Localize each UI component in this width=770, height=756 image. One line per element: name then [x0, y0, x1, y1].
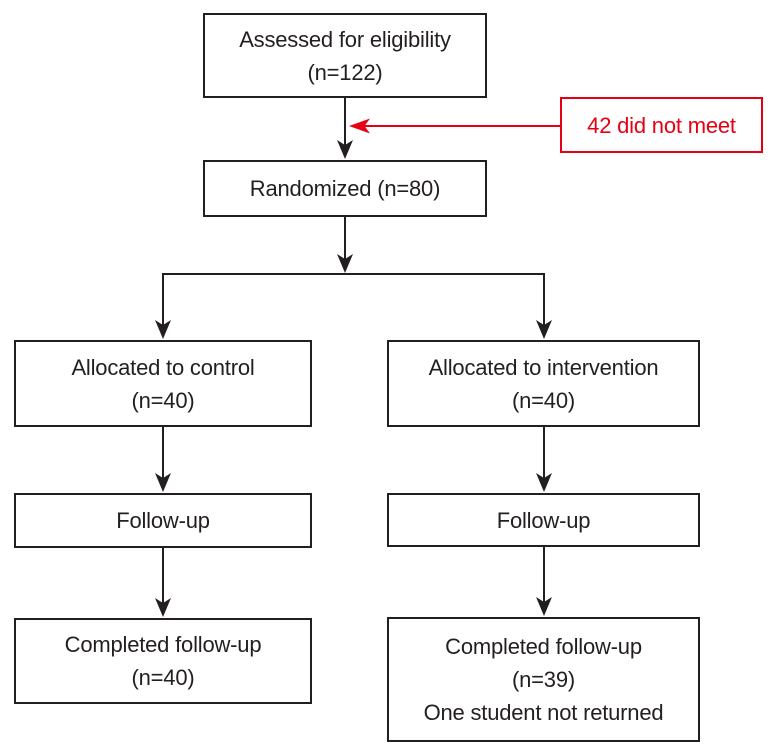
- node-text-line: (n=122): [307, 59, 383, 85]
- arrow-assessed-to-randomized: [337, 98, 353, 159]
- flow-node-completed-control: Completed follow-up (n=40): [14, 618, 312, 704]
- arrow-branch-to-allocated-control: [155, 273, 171, 339]
- arrow-randomized-to-branch: [337, 217, 353, 273]
- arrow-followup-to-completed-control: [155, 548, 171, 617]
- exclusion-arrow: [349, 118, 560, 134]
- node-text-line: Completed follow-up: [64, 632, 262, 657]
- arrow-followup-to-completed-intervention: [536, 547, 552, 616]
- flow-node-completed-intervention: Completed follow-up (n=39) One student n…: [387, 617, 700, 742]
- flow-node-randomized: Randomized (n=80): [203, 160, 487, 217]
- node-text-line: One student not returned: [423, 700, 664, 725]
- node-text-line: Allocated to control: [71, 354, 255, 380]
- arrow-allocated-control-to-followup: [155, 427, 171, 492]
- node-text-line: (n=40): [511, 387, 575, 413]
- node-text-line: Follow-up: [496, 507, 591, 533]
- node-text-line: Allocated to intervention: [428, 354, 659, 380]
- node-text-line: 42 did not meet: [587, 112, 736, 138]
- flow-node-followup-control: Follow-up: [14, 493, 312, 548]
- flow-node-excluded: 42 did not meet: [560, 97, 763, 153]
- flow-node-allocated-intervention: Allocated to intervention (n=40): [387, 340, 700, 427]
- node-text-line: Randomized (n=80): [249, 176, 441, 201]
- node-text-line: (n=40): [131, 387, 195, 413]
- flow-node-allocated-control: Allocated to control (n=40): [14, 340, 312, 427]
- arrow-branch-to-allocated-intervention: [536, 273, 552, 339]
- node-text-line: Follow-up: [116, 508, 210, 533]
- arrow-allocated-intervention-to-followup: [536, 427, 552, 492]
- node-text-line: (n=40): [131, 665, 195, 690]
- node-text-line: Assessed for eligibility: [239, 26, 451, 52]
- node-text-line: (n=39): [511, 667, 575, 692]
- flow-node-assessed-for-eligibility: Assessed for eligibility (n=122): [203, 13, 487, 98]
- flow-node-followup-intervention: Follow-up: [387, 493, 700, 547]
- node-text-line: Completed follow-up: [445, 634, 642, 659]
